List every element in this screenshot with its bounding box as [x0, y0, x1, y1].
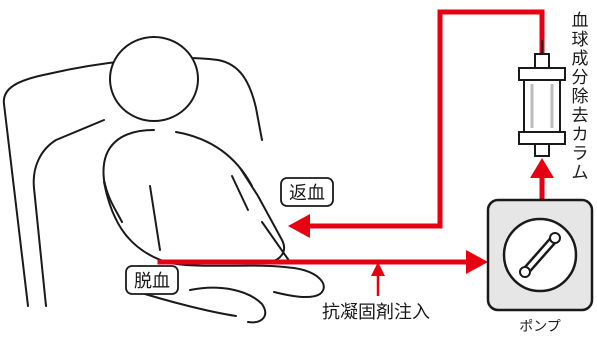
column-inlet-arrowhead [530, 158, 554, 178]
column-label-char: 分 [572, 68, 589, 88]
leg-line [261, 221, 291, 263]
label-draw-blood: 脱血 [125, 265, 179, 295]
column-label-char: 除 [572, 87, 589, 107]
leg-knee [189, 286, 267, 324]
blood-circuit [157, 9, 545, 265]
column-label-char: 血 [572, 11, 589, 31]
separation-column [518, 53, 566, 157]
column-label-char: ラ [572, 144, 589, 164]
column-label-char: 球 [572, 30, 589, 50]
torso-line [149, 185, 161, 251]
return-line [301, 9, 545, 229]
svg-text:返血: 返血 [289, 183, 325, 204]
label-return-blood: 返血 [280, 177, 334, 207]
hand-return-inner [231, 175, 249, 211]
arm-upper [103, 181, 167, 263]
head [109, 36, 199, 122]
column-label-char: 去 [572, 106, 589, 126]
column-label-char: カ [572, 125, 589, 145]
pump-unit [486, 198, 594, 312]
svg-text:脱血: 脱血 [134, 271, 170, 292]
chair-back-inner [32, 119, 105, 307]
label-pump: ポンプ [519, 319, 561, 335]
column-label-char: ム [572, 163, 589, 183]
column-label-char: 成 [572, 49, 589, 69]
thigh-upper [165, 261, 325, 299]
anticoagulant-arrow [371, 262, 385, 296]
flow-arrowheads [288, 158, 554, 274]
return-arrowhead [288, 214, 310, 238]
draw-arrowhead [466, 250, 488, 274]
torso-back [175, 131, 253, 187]
label-anticoagulant: 抗凝固剤注入 [322, 302, 430, 323]
hand-return [239, 167, 286, 263]
torso-shoulder [102, 129, 155, 223]
patient-figure [102, 36, 325, 324]
